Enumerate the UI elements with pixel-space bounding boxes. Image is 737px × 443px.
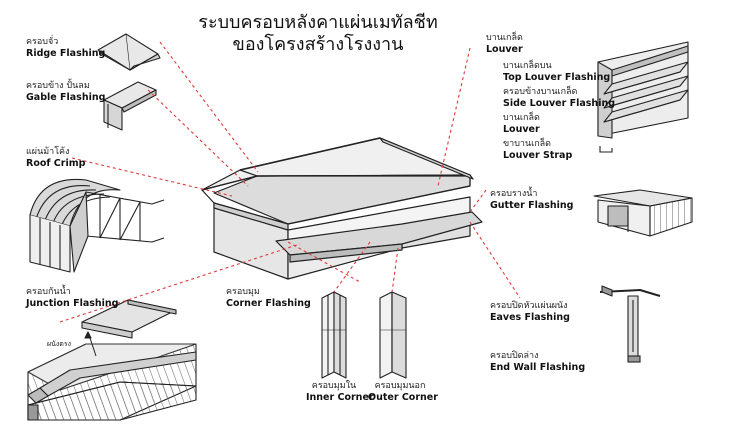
label-top-louver-thai: บานเกล็ดบน: [503, 61, 552, 71]
label-gutter-thai: ครอบรางน้ำ: [490, 189, 538, 199]
label-inner-corner: ครอบมุมใน Inner Corner: [306, 380, 374, 404]
label-inner-corner-english: Inner Corner: [306, 392, 374, 403]
roof-crimp-icon: [29, 178, 165, 273]
diagram-title: ระบบครอบหลังคาแผ่นเมทัลชีท ของโครงสร้างโ…: [198, 12, 438, 56]
label-side-louver-english: Side Louver Flashing: [503, 98, 616, 109]
label-top-louver: บานเกล็ดบน Top Louver Flashing: [503, 60, 610, 84]
eaves-flashing-icon: [599, 285, 661, 357]
label-eaves-flashing: ครอบปิดหัวแผ่นผนัง Eaves Flashing: [490, 300, 570, 324]
label-inner-corner-thai: ครอบมุมใน: [311, 381, 357, 391]
label-louver-strap: ขาบานเกล็ด Louver Strap: [503, 138, 572, 162]
leader-ridge: [159, 41, 259, 173]
leader-louver: [437, 47, 471, 187]
label-roof-crimp-english: Roof Crimp: [26, 158, 86, 169]
label-corner-english: Corner Flashing: [226, 298, 311, 309]
label-end-wall-flashing: ครอบปิดล่าง End Wall Flashing: [490, 350, 585, 374]
gutter-flashing-icon: [593, 189, 693, 237]
louver-strap-icon: [599, 146, 613, 153]
label-roof-crimp-thai: แผ่นม้าโค้ง: [26, 147, 70, 157]
label-ridge-flashing: ครอบจั่ว Ridge Flashing: [26, 36, 105, 60]
label-junction-flashing: ครอบกันน้ำ Junction Flashing: [26, 286, 118, 310]
leader-eaves: [469, 221, 521, 299]
label-louver-english: Louver: [503, 124, 540, 135]
label-end-wall-english: End Wall Flashing: [490, 362, 586, 373]
label-louver: บานเกล็ด Louver: [503, 112, 540, 136]
leader-junction: [59, 243, 301, 323]
label-gutter-english: Gutter Flashing: [490, 200, 574, 211]
diagram-title-line2: ของโครงสร้างโรงงาน: [232, 34, 404, 55]
label-corner-flashing: ครอบมุม Corner Flashing: [226, 286, 311, 310]
label-corner-thai: ครอบมุม: [226, 287, 260, 297]
junction-flashing-icon: [81, 299, 177, 339]
leader-gutter: [469, 189, 487, 213]
label-outer-corner-english: Outer Corner: [368, 392, 438, 403]
gable-flashing-icon: [103, 81, 157, 131]
label-ridge-english: Ridge Flashing: [26, 48, 106, 59]
outer-corner-icon: [379, 291, 407, 379]
leader-corner: [287, 241, 361, 283]
louver-assembly-icon: [597, 41, 689, 139]
label-junction-thai: ครอบกันน้ำ: [26, 287, 71, 297]
label-louver-main: บานเกล็ด Louver: [486, 32, 523, 56]
label-gutter-flashing: ครอบรางน้ำ Gutter Flashing: [490, 188, 573, 212]
label-wall-note: ผนังตรง: [47, 340, 72, 348]
label-side-louver: ครอบข้างบานเกล็ด Side Louver Flashing: [503, 86, 615, 110]
leader-lines: [59, 41, 521, 323]
inner-corner-icon: [321, 291, 347, 379]
label-louver-main-english: Louver: [486, 44, 523, 55]
diagram-title-line1: ระบบครอบหลังคาแผ่นเมทัลชีท: [198, 12, 438, 33]
label-gable-english: Gable Flashing: [26, 92, 106, 103]
factory-building: [201, 137, 483, 280]
label-top-louver-english: Top Louver Flashing: [503, 72, 611, 83]
label-junction-english: Junction Flashing: [26, 298, 119, 309]
label-eaves-english: Eaves Flashing: [490, 312, 570, 323]
label-ridge-thai: ครอบจั่ว: [26, 37, 59, 47]
end-wall-flashing-icon: [627, 355, 641, 363]
label-outer-corner-thai: ครอบมุมนอก: [374, 381, 426, 391]
label-end-wall-thai: ครอบปิดล่าง: [490, 351, 539, 361]
leader-inner-corner: [333, 241, 371, 293]
label-louver-strap-thai: ขาบานเกล็ด: [503, 139, 552, 149]
leader-outer-corner: [391, 247, 399, 293]
leader-gable: [147, 89, 249, 187]
label-gable-flashing: ครอบข้าง ปั้นลม Gable Flashing: [26, 80, 105, 104]
label-outer-corner: ครอบมุมนอก Outer Corner: [368, 380, 438, 404]
label-louver-thai: บานเกล็ด: [503, 113, 540, 123]
label-eaves-thai: ครอบปิดหัวแผ่นผนัง: [490, 301, 568, 311]
ridge-flashing-icon: [97, 33, 161, 71]
label-side-louver-thai: ครอบข้างบานเกล็ด: [503, 87, 578, 97]
label-louver-strap-english: Louver Strap: [503, 150, 573, 161]
label-roof-crimp: แผ่นม้าโค้ง Roof Crimp: [26, 146, 85, 170]
label-gable-thai: ครอบข้าง ปั้นลม: [26, 81, 90, 91]
junction-installation-detail: [27, 331, 197, 421]
label-louver-main-thai: บานเกล็ด: [486, 33, 523, 43]
